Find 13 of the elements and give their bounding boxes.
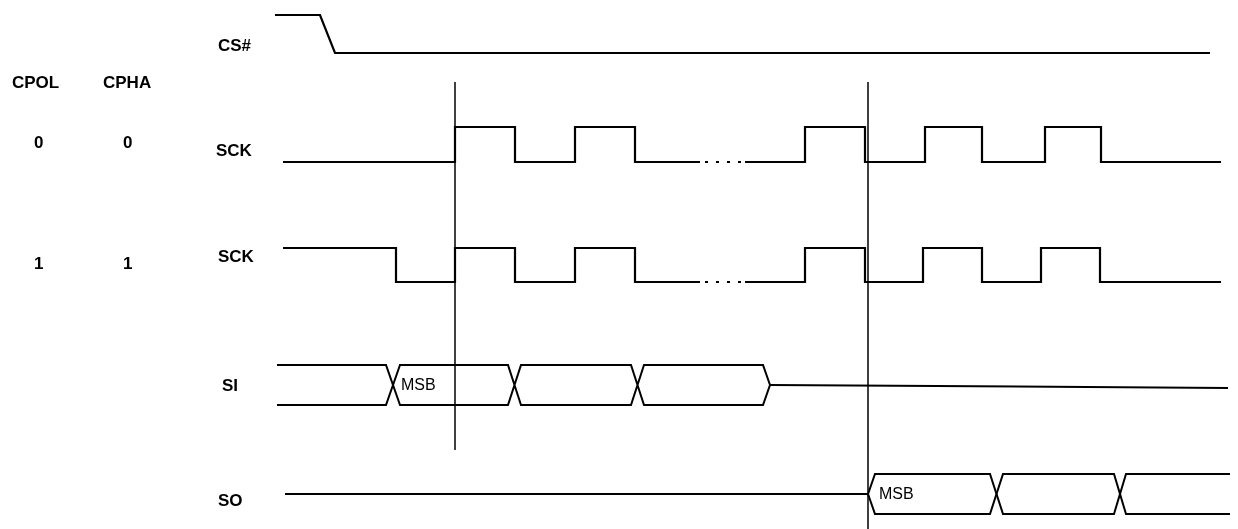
signal-name: SCK	[216, 141, 252, 159]
signal-name: CS#	[218, 36, 252, 54]
column-header: CPOL	[12, 73, 60, 91]
signal-name: SI	[222, 376, 239, 394]
mode-value: 0	[34, 133, 44, 151]
mode-value: 1	[123, 254, 133, 272]
bit-label: MSB	[879, 486, 914, 502]
mode-value: 0	[123, 133, 133, 151]
bit-label: MSB	[401, 377, 436, 393]
signal-name: SO	[218, 491, 243, 509]
mode-value: 1	[34, 254, 44, 272]
column-header: CPHA	[103, 73, 152, 91]
signal-name: SCK	[218, 247, 254, 265]
